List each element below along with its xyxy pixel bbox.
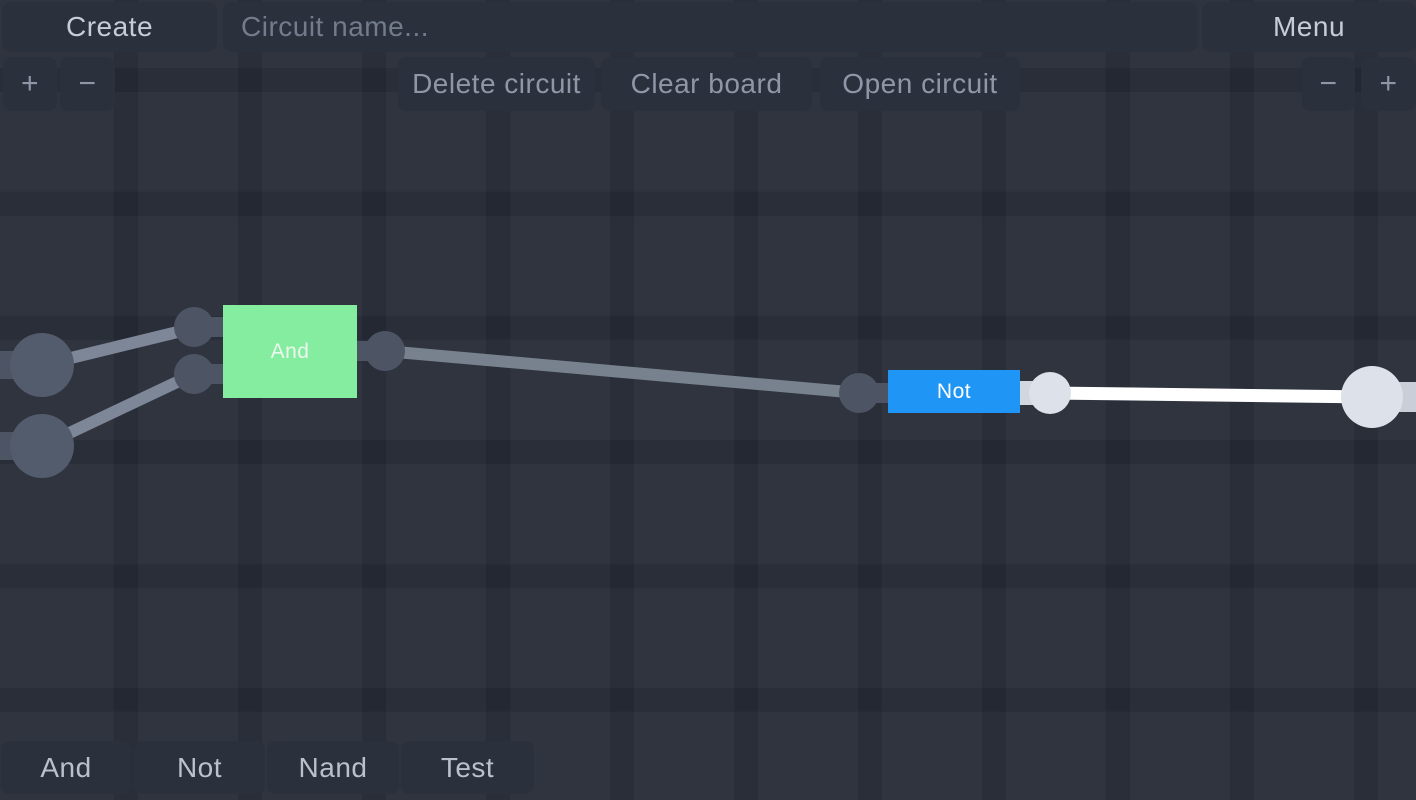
zoom-out-button-left[interactable]: − [60, 57, 115, 111]
menu-button[interactable]: Menu [1202, 2, 1416, 52]
and-output-port[interactable] [365, 331, 405, 371]
gate-and[interactable]: And [223, 305, 357, 398]
palette-item-not[interactable]: Not [134, 741, 265, 794]
gate-and-label: And [270, 339, 310, 363]
not-output-port[interactable] [1029, 372, 1071, 414]
circuit-name-input[interactable] [223, 2, 1197, 52]
not-input-port[interactable] [839, 373, 879, 413]
gate-not-label: Not [936, 379, 972, 403]
open-circuit-button[interactable]: Open circuit [820, 57, 1020, 111]
palette-item-and[interactable]: And [1, 741, 131, 794]
wire-not-to-output [1049, 386, 1373, 404]
and-input-port-1[interactable] [174, 307, 214, 347]
palette-item-test[interactable]: Test [401, 741, 534, 794]
and-input-port-2[interactable] [174, 354, 214, 394]
palette-item-nand[interactable]: Nand [267, 741, 399, 794]
zoom-out-button-right[interactable]: − [1302, 57, 1355, 111]
clear-board-button[interactable]: Clear board [601, 57, 812, 111]
input-node-a[interactable] [10, 333, 74, 397]
output-node[interactable] [1341, 366, 1403, 428]
create-button[interactable]: Create [2, 2, 217, 52]
delete-circuit-button[interactable]: Delete circuit [398, 57, 595, 111]
zoom-in-button-right[interactable]: + [1361, 57, 1416, 111]
zoom-in-button-left[interactable]: + [3, 57, 57, 111]
input-node-b[interactable] [10, 414, 74, 478]
wire-and-to-not [384, 345, 860, 399]
gate-not[interactable]: Not [888, 370, 1020, 413]
